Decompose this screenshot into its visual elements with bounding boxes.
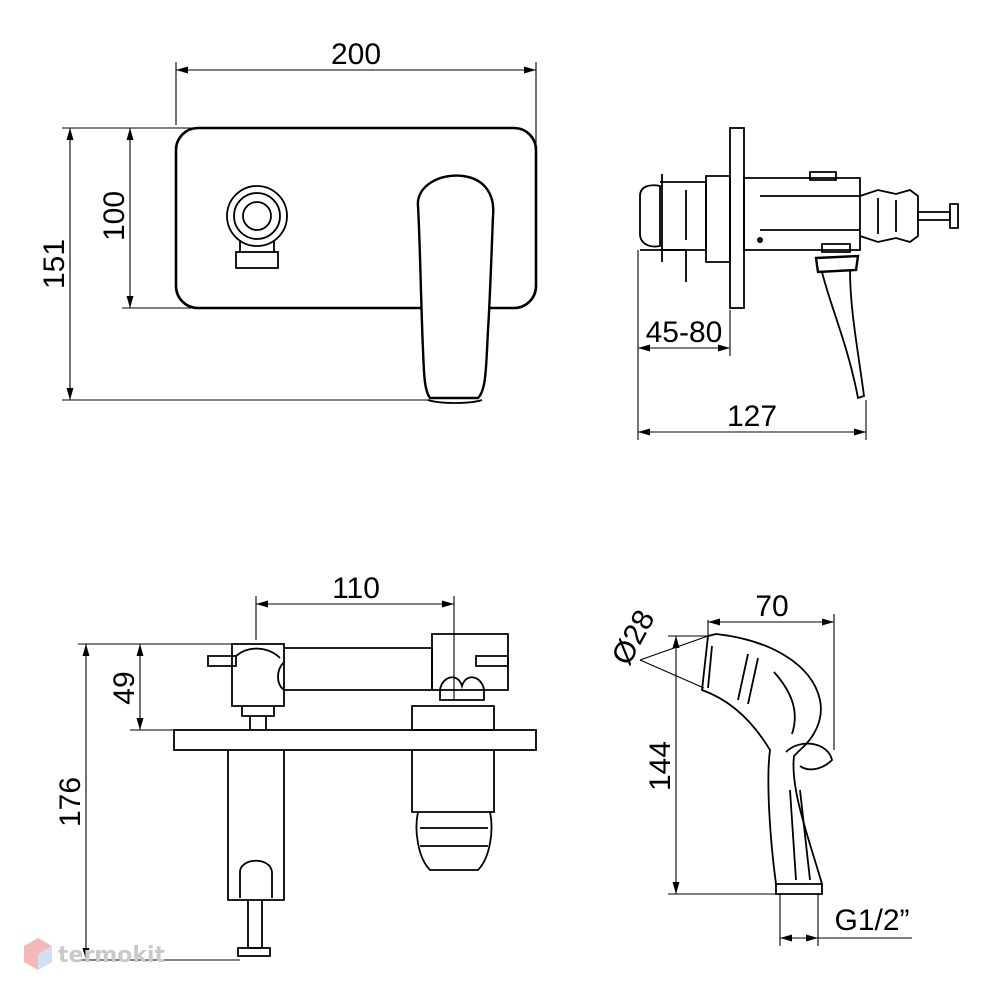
diverter-knob — [226, 185, 288, 269]
dim-200: 200 — [175, 38, 537, 150]
dim-text-144: 144 — [644, 741, 677, 791]
dim-text-diameter-28: Ø28 — [606, 605, 662, 671]
dim-49: 49 — [78, 643, 232, 731]
dim-text-151: 151 — [38, 239, 71, 289]
dim-text-176: 176 — [54, 777, 87, 827]
dim-100: 100 — [98, 127, 200, 309]
dim-text-110: 110 — [332, 572, 380, 605]
dim-text-200: 200 — [331, 38, 381, 71]
dim-176: 176 — [54, 644, 240, 961]
watermark-logo: termokit — [24, 938, 165, 970]
dim-text-45-80: 45-80 — [646, 316, 723, 349]
dim-110: 110 — [255, 572, 455, 700]
watermark-text: termokit — [58, 943, 165, 968]
front-wall-plate — [174, 126, 538, 310]
dim-thread: G1/2” — [779, 894, 912, 946]
dim-127: 127 — [637, 356, 867, 440]
dim-text-127: 127 — [727, 400, 777, 433]
dim-45-80: 45-80 — [637, 250, 731, 356]
top-wall-plate — [173, 729, 537, 751]
dim-70: 70 — [707, 590, 835, 750]
front-lever-handle — [416, 174, 495, 400]
top-view: 110 49 176 — [54, 572, 537, 961]
side-wall-plate — [729, 127, 745, 309]
side-view: 45-80 127 — [637, 127, 959, 440]
dim-text-49: 49 — [108, 671, 141, 704]
dim-diameter-28: Ø28 — [606, 605, 709, 689]
dim-151: 151 — [38, 127, 430, 401]
dim-text-thread: G1/2” — [834, 904, 909, 937]
front-view: 200 100 151 — [38, 38, 538, 404]
dim-144: 144 — [644, 635, 776, 895]
dim-text-70: 70 — [755, 590, 788, 623]
handset-view: Ø28 70 144 G1/2” — [606, 590, 912, 946]
dim-text-100: 100 — [98, 191, 131, 241]
